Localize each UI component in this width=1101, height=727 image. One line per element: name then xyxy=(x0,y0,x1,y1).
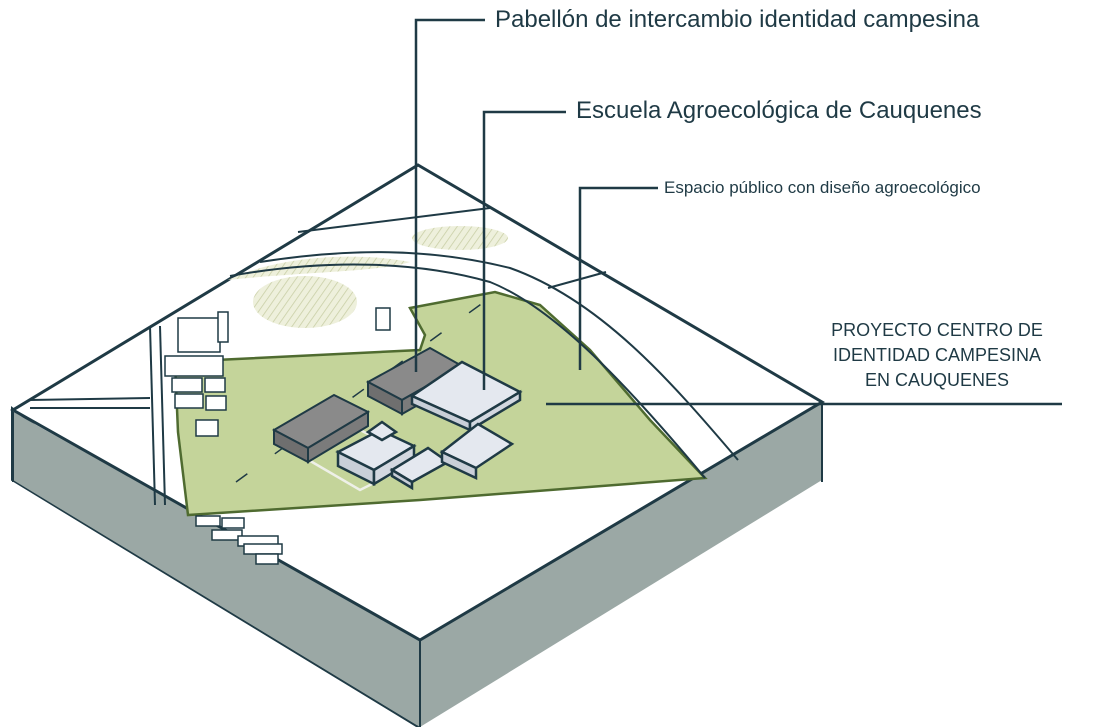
label-proyecto-line: EN CAUQUENES xyxy=(864,370,1010,390)
base-left-face-fill xyxy=(13,412,420,727)
leader-lines xyxy=(414,18,1062,406)
label-proyecto-title: PROYECTO CENTRO DE IDENTIDAD CAMPESINA E… xyxy=(812,318,1062,393)
neighbouring-buildings xyxy=(164,307,391,565)
label-proyecto-line: IDENTIDAD CAMPESINA xyxy=(832,345,1042,365)
vegetation-strip xyxy=(228,256,410,280)
label-pabellon: Pabellón de intercambio identidad campes… xyxy=(495,6,980,33)
label-espacio-publico: Espacio público con diseño agroecológico xyxy=(664,178,981,197)
label-escuela: Escuela Agroecológica de Cauquenes xyxy=(576,97,982,124)
pabellon-building xyxy=(271,393,371,464)
label-proyecto-line: PROYECTO CENTRO DE xyxy=(831,320,1043,340)
vegetation-patch xyxy=(253,276,357,328)
roads xyxy=(29,207,739,506)
escuela-building xyxy=(335,360,523,491)
site-axis xyxy=(235,293,496,483)
base-right-face xyxy=(420,402,822,727)
vegetation-patch xyxy=(412,226,508,250)
